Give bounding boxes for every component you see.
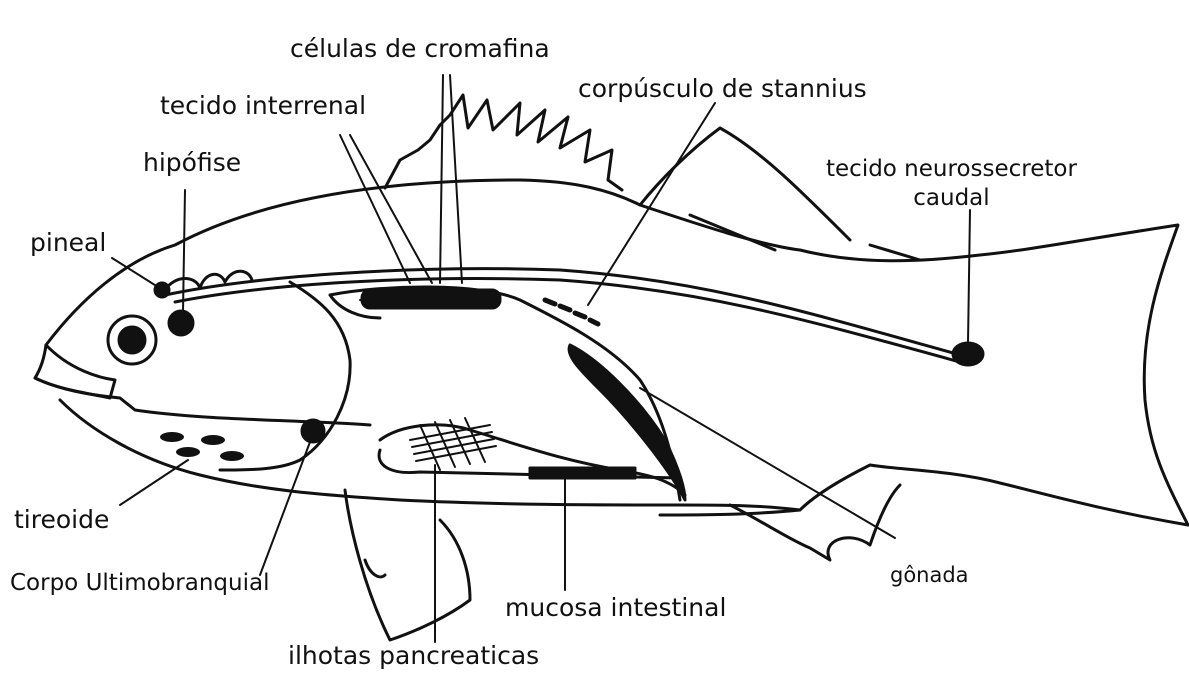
label-tecido-neurossecretor-line1: tecido neurossecretor (826, 158, 1077, 181)
soft-dorsal-fin (640, 128, 850, 240)
label-pineal: pineal (30, 230, 106, 255)
lower-jaw (35, 378, 370, 425)
pelvic-fin (345, 490, 470, 640)
label-hipofise: hipófise (143, 150, 241, 175)
label-corpusculo-stannius: corpúsculo de stannius (578, 76, 867, 101)
spinal-canal-lower (175, 279, 960, 362)
pituitary-gland (169, 311, 193, 335)
intestinal-mucosa (530, 468, 635, 478)
label-tecido-neurossecretor-line2: caudal (826, 187, 1077, 210)
label-mucosa-intestinal: mucosa intestinal (505, 595, 726, 620)
label-tecido-interrenal: tecido interrenal (160, 93, 366, 118)
spiny-dorsal-fin (385, 95, 622, 190)
thyroid-follicles (160, 432, 244, 461)
pectoral-fin (365, 560, 385, 577)
operculum (220, 282, 350, 470)
soft-dorsal-fin-inner (690, 215, 775, 250)
interrenal-chromaffin-tissue (362, 290, 500, 308)
caudal-neurosecretory-tissue (953, 343, 983, 365)
label-tecido-neurossecretor-caudal: tecido neurossecretor caudal (826, 158, 1077, 210)
ultimobranchial-body (302, 420, 324, 442)
label-celulas-cromafina: células de cromafina (290, 36, 550, 61)
label-gonada: gônada (890, 565, 969, 586)
pineal-gland (155, 283, 169, 297)
label-tireoide: tireoide (14, 507, 109, 532)
label-corpo-ultimobranquial: Corpo Ultimobranquial (10, 572, 269, 595)
tail-fin-inner-edge (870, 245, 920, 260)
eye-inner (119, 327, 145, 353)
label-ilhotas-pancreaticas: ilhotas pancreaticas (288, 643, 539, 668)
